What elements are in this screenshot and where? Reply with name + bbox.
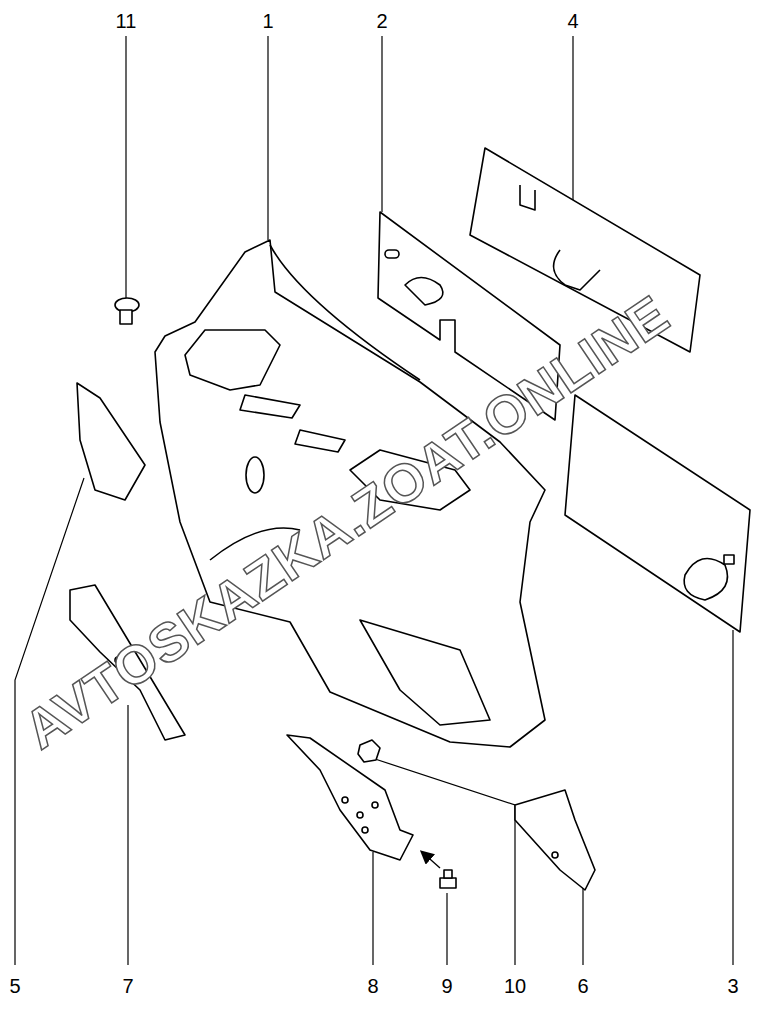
callout-number: 8	[367, 975, 378, 997]
callout-number: 4	[567, 10, 578, 32]
callout-number: 9	[441, 975, 452, 997]
callout-number: 10	[504, 975, 526, 997]
callout-number: 3	[727, 975, 738, 997]
callout-number: 7	[122, 975, 133, 997]
callout-number: 2	[376, 10, 387, 32]
callout-number: 5	[9, 975, 20, 997]
callout-number: 11	[116, 10, 137, 32]
callout-number: 6	[577, 975, 588, 997]
callout-number: 1	[262, 10, 273, 32]
